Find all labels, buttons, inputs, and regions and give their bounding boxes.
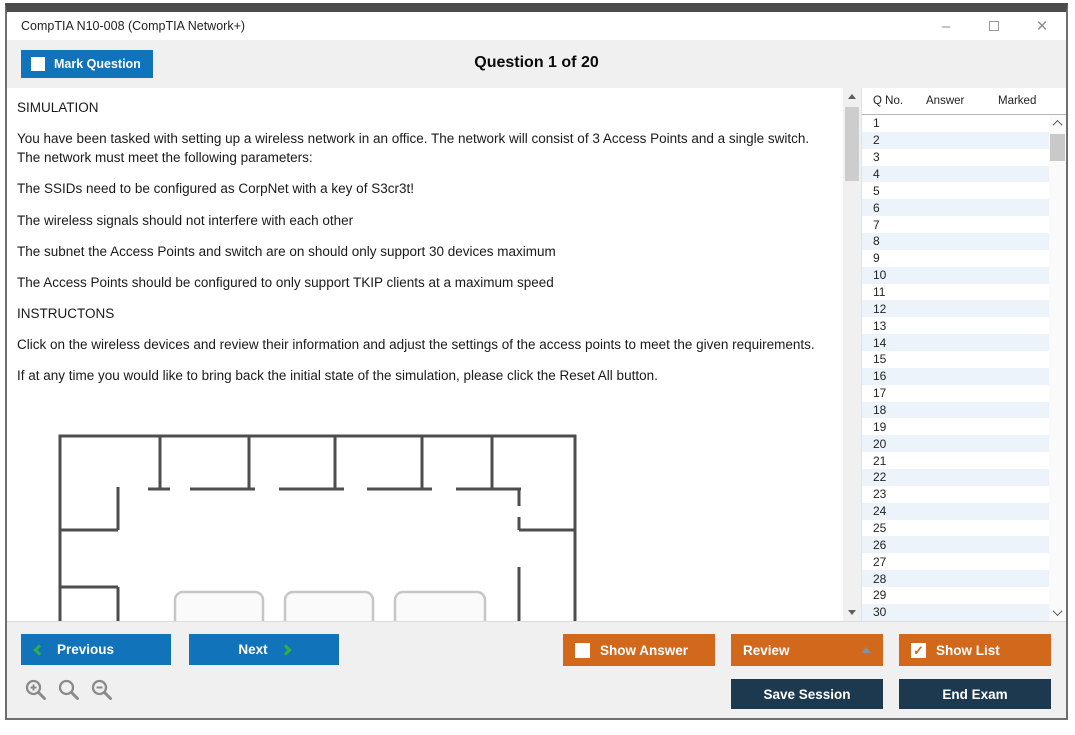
- section-title-simulation: SIMULATION: [17, 100, 99, 115]
- end-exam-button[interactable]: End Exam: [899, 679, 1051, 709]
- question-list-row[interactable]: 16: [862, 367, 1049, 385]
- col-header-answer: Answer: [926, 95, 965, 107]
- question-list-row[interactable]: 25: [873, 521, 887, 536]
- next-label: Next: [238, 642, 268, 657]
- question-list-row[interactable]: 26: [862, 536, 1049, 554]
- question-list-row[interactable]: 7: [873, 217, 880, 232]
- save-session-label: Save Session: [763, 686, 851, 702]
- question-list-row[interactable]: 12: [862, 300, 1049, 318]
- footer-toolbar: Previous Next Show Answer Review ✓ Show …: [7, 621, 1066, 718]
- panel-scrollbar-thumb[interactable]: [1050, 134, 1065, 161]
- title-bar: CompTIA N10-008 (CompTIA Network+) – ×: [7, 12, 1066, 40]
- question-list-row[interactable]: 30: [862, 603, 1049, 621]
- question-paragraph: The wireless signals should not interfer…: [17, 212, 354, 228]
- app-window: CompTIA N10-008 (CompTIA Network+) – × Q…: [5, 3, 1068, 720]
- question-counter: Question 1 of 20: [474, 54, 599, 71]
- mark-question-checkbox[interactable]: [31, 57, 45, 71]
- window-title: CompTIA N10-008 (CompTIA Network+): [21, 19, 246, 33]
- question-list-row[interactable]: 4: [862, 165, 1049, 183]
- minimize-icon[interactable]: –: [941, 17, 951, 35]
- zoom-out-icon[interactable]: [90, 678, 114, 702]
- scroll-up-icon[interactable]: [843, 88, 861, 105]
- question-list-row[interactable]: 18: [862, 401, 1049, 419]
- question-list-row[interactable]: 11: [873, 285, 886, 300]
- content-scrollbar[interactable]: [843, 88, 861, 621]
- question-list-row[interactable]: 1: [873, 116, 880, 131]
- question-list-row[interactable]: 2: [862, 131, 1049, 149]
- zoom-reset-icon[interactable]: [57, 678, 81, 702]
- exam-header: Question 1 of 20 Mark Question: [7, 40, 1066, 88]
- show-answer-checkbox[interactable]: [575, 642, 590, 658]
- col-header-qno: Q No.: [873, 95, 904, 107]
- zoom-in-icon[interactable]: [24, 678, 48, 702]
- col-header-marked: Marked: [998, 95, 1037, 107]
- question-list-header: Q No. Answer Marked: [862, 88, 1066, 115]
- question-paragraph: Click on the wireless devices and review…: [17, 337, 815, 353]
- question-list-row[interactable]: 14: [862, 334, 1049, 352]
- question-list-row[interactable]: 19: [873, 419, 887, 434]
- maximize-box: [989, 21, 999, 31]
- question-list-row[interactable]: 21: [873, 453, 887, 468]
- window-controls: – ×: [922, 12, 1066, 40]
- question-list-row[interactable]: 15: [873, 352, 887, 367]
- question-list-row[interactable]: 27: [873, 554, 887, 569]
- question-list-row[interactable]: 24: [862, 502, 1049, 520]
- show-answer-label: Show Answer: [600, 642, 689, 658]
- show-list-label: Show List: [936, 642, 1000, 658]
- zoom-tools: [24, 678, 114, 702]
- question-list-row[interactable]: 29: [873, 588, 887, 603]
- next-button[interactable]: Next: [189, 634, 339, 665]
- mark-question-label: Mark Question: [54, 57, 141, 71]
- save-session-button[interactable]: Save Session: [731, 679, 883, 709]
- maximize-icon[interactable]: [970, 12, 1018, 40]
- show-answer-button[interactable]: Show Answer: [563, 634, 715, 666]
- content-scrollbar-thumb[interactable]: [845, 107, 859, 181]
- question-list-row[interactable]: 28: [862, 570, 1049, 588]
- question-list-row[interactable]: 13: [873, 318, 887, 333]
- chevron-right-icon: [279, 643, 292, 656]
- scroll-down-icon[interactable]: [843, 604, 861, 621]
- review-button[interactable]: Review: [731, 634, 883, 666]
- section-title-instructions: INSTRUCTONS: [17, 306, 115, 322]
- question-paragraph: If at any time you would like to bring b…: [17, 368, 658, 384]
- floor-plan-image[interactable]: [55, 432, 585, 621]
- question-paragraph: The Access Points should be configured t…: [17, 274, 554, 290]
- question-paragraph: The subnet the Access Points and switch …: [17, 243, 556, 259]
- question-list-row[interactable]: 20: [862, 435, 1049, 453]
- question-content: SIMULATION You have been tasked with set…: [7, 88, 843, 621]
- previous-label: Previous: [57, 642, 115, 657]
- question-paragraph: The SSIDs need to be configured as CorpN…: [17, 181, 414, 197]
- end-exam-label: End Exam: [942, 686, 1008, 702]
- review-label: Review: [743, 642, 790, 658]
- previous-button[interactable]: Previous: [21, 634, 171, 665]
- panel-scroll-up-icon[interactable]: [1049, 115, 1066, 132]
- show-list-checkbox[interactable]: ✓: [911, 642, 926, 658]
- panel-scrollbar[interactable]: [1049, 115, 1066, 621]
- question-paragraph: You have been tasked with setting up a w…: [17, 131, 810, 166]
- check-icon: ✓: [913, 642, 924, 658]
- question-list-row[interactable]: 22: [862, 469, 1049, 486]
- show-list-button[interactable]: ✓ Show List: [899, 634, 1051, 666]
- question-list-row[interactable]: 5: [873, 183, 880, 198]
- chevron-left-icon: [33, 643, 45, 656]
- mark-question-button[interactable]: Mark Question: [21, 50, 153, 78]
- triangle-up-icon: [861, 647, 871, 653]
- question-list-row[interactable]: 3: [873, 150, 880, 165]
- question-list-row[interactable]: 8: [862, 233, 1049, 250]
- close-icon[interactable]: ×: [1036, 15, 1048, 37]
- question-list-row[interactable]: 10: [862, 266, 1049, 284]
- question-list-row[interactable]: 6: [862, 199, 1049, 217]
- question-list-row[interactable]: 23: [873, 487, 887, 502]
- panel-scroll-down-icon[interactable]: [1049, 604, 1066, 621]
- question-list-row[interactable]: 9: [873, 251, 880, 266]
- question-list-row[interactable]: 17: [873, 386, 887, 401]
